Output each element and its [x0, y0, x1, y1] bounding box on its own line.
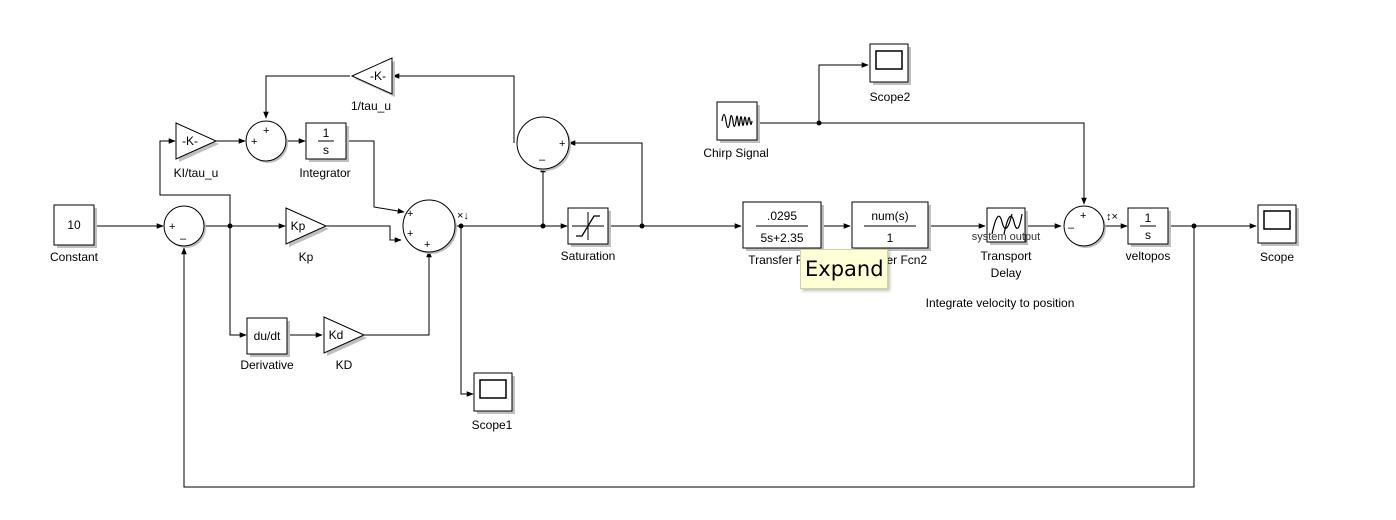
- saturation-icon: [572, 212, 604, 240]
- sum5-block[interactable]: + –: [1063, 205, 1106, 248]
- sum1-plus-sign: +: [169, 221, 175, 233]
- wire-kd-to-sum2[interactable]: [364, 250, 432, 336]
- sum3-plus-left: +: [251, 136, 257, 148]
- wire-chirp-to-sum5[interactable]: [758, 122, 1087, 205]
- scope2-block[interactable]: [869, 43, 911, 85]
- transfer-fcn-numerator: .0295: [767, 209, 797, 223]
- derivative-label: Derivative: [240, 358, 294, 372]
- transport-delay-label-line2: Delay: [991, 266, 1022, 280]
- wire-invtau-to-sum3[interactable]: [263, 75, 350, 119]
- sum2-output-marker: ×↓: [457, 210, 469, 222]
- wire-sat-to-sum4[interactable]: [568, 140, 643, 226]
- wire-feedback[interactable]: [181, 226, 1195, 488]
- sum5-minus: –: [1068, 222, 1075, 234]
- sum1-block[interactable]: + –: [163, 205, 206, 248]
- scope2-label: Scope2: [870, 90, 911, 104]
- sum2-block[interactable]: + + +: [402, 199, 457, 254]
- integrator-numerator: 1: [323, 126, 330, 140]
- sum2-plus-top: +: [407, 208, 413, 220]
- derivative-value: du/dt: [254, 329, 281, 343]
- sum3-plus-top: +: [263, 125, 269, 137]
- sum4-minus: –: [539, 154, 546, 166]
- scope-screen-icon: [1263, 210, 1291, 230]
- constant-block[interactable]: 10: [53, 204, 97, 248]
- sum2-plus-mid: +: [407, 228, 413, 240]
- constant-label: Constant: [50, 250, 99, 264]
- transport-delay-block[interactable]: [986, 207, 1028, 245]
- transfer-fcn-denominator: 5s+2.35: [760, 231, 803, 245]
- kd-gain-value: Kd: [329, 328, 344, 342]
- transport-delay-icon: [991, 213, 1023, 235]
- kp-gain-value: Kp: [291, 219, 306, 233]
- scope1-label: Scope1: [472, 418, 513, 432]
- veltopos-denominator: s: [1145, 228, 1151, 242]
- sum5-plus: +: [1080, 210, 1086, 222]
- transfer-fcn2-numerator: num(s): [871, 209, 908, 223]
- wire-sum4-to-invtau[interactable]: [392, 73, 515, 143]
- integrator-denominator: s: [323, 143, 329, 157]
- wire-error-to-ki[interactable]: [159, 138, 231, 226]
- signal-lines: [95, 62, 1257, 488]
- inv-tau-gain-block[interactable]: -K-: [350, 57, 395, 97]
- kp-gain-block[interactable]: Kp: [285, 207, 329, 247]
- chirp-signal-block[interactable]: [716, 101, 760, 143]
- wire-integrator-to-sum2[interactable]: [346, 140, 405, 214]
- scope2-screen-icon: [875, 50, 903, 70]
- transfer-fcn2-denominator: 1: [887, 231, 894, 245]
- scope-block[interactable]: [1257, 204, 1299, 246]
- integrator-label: Integrator: [299, 166, 350, 180]
- wire-sum2-to-scope1[interactable]: [460, 226, 474, 397]
- inv-tau-gain-value: -K-: [370, 69, 386, 83]
- saturation-label: Saturation: [561, 249, 616, 263]
- wire-chirp-to-scope2[interactable]: [818, 62, 869, 123]
- constant-value: 10: [67, 218, 81, 232]
- veltopos-label: veltopos: [1126, 249, 1171, 263]
- inv-tau-gain-label: 1/tau_u: [351, 99, 391, 113]
- transport-delay-label-line1: Transport: [981, 249, 1033, 263]
- chirp-signal-label: Chirp Signal: [703, 146, 768, 160]
- kd-gain-block[interactable]: Kd: [323, 316, 367, 356]
- sum5-output-marker: ↕×: [1106, 211, 1118, 223]
- ki-gain-value: -K-: [182, 134, 198, 148]
- chirp-wave-icon: [721, 113, 753, 129]
- derivative-block[interactable]: du/dt: [246, 317, 290, 357]
- transfer-fcn2-block[interactable]: num(s) 1: [851, 201, 931, 251]
- scope1-block[interactable]: [473, 372, 515, 414]
- scope1-screen-icon: [479, 379, 507, 399]
- kd-gain-label: KD: [336, 358, 353, 372]
- ki-gain-block[interactable]: -K-: [175, 122, 219, 162]
- veltopos-block[interactable]: 1 s: [1127, 207, 1171, 247]
- saturation-block[interactable]: [567, 207, 611, 247]
- sum4-block[interactable]: + –: [516, 116, 571, 171]
- wire-error-to-derivative[interactable]: [229, 226, 247, 338]
- veltopos-numerator: 1: [1145, 211, 1152, 225]
- sum4-plus: +: [559, 138, 565, 150]
- integrator-block[interactable]: 1 s: [305, 122, 349, 162]
- sum1-minus-sign: –: [180, 233, 187, 245]
- wire-kp-to-sum2[interactable]: [325, 225, 402, 243]
- ki-gain-label: KI/tau_u: [174, 166, 219, 180]
- system-output-signal-label: system output: [972, 231, 1040, 243]
- sum2-plus-bottom: +: [424, 239, 430, 251]
- transfer-fcn-block[interactable]: .0295 5s+2.35: [742, 201, 824, 251]
- kp-gain-label: Kp: [299, 250, 314, 264]
- transfer-fcn-label: Transfer Fcn: [748, 253, 816, 267]
- sum3-block[interactable]: + +: [245, 120, 288, 163]
- expand-tooltip: Expand: [800, 249, 888, 289]
- annotation-text: Integrate velocity to position: [926, 296, 1075, 310]
- scope-label: Scope: [1260, 250, 1294, 264]
